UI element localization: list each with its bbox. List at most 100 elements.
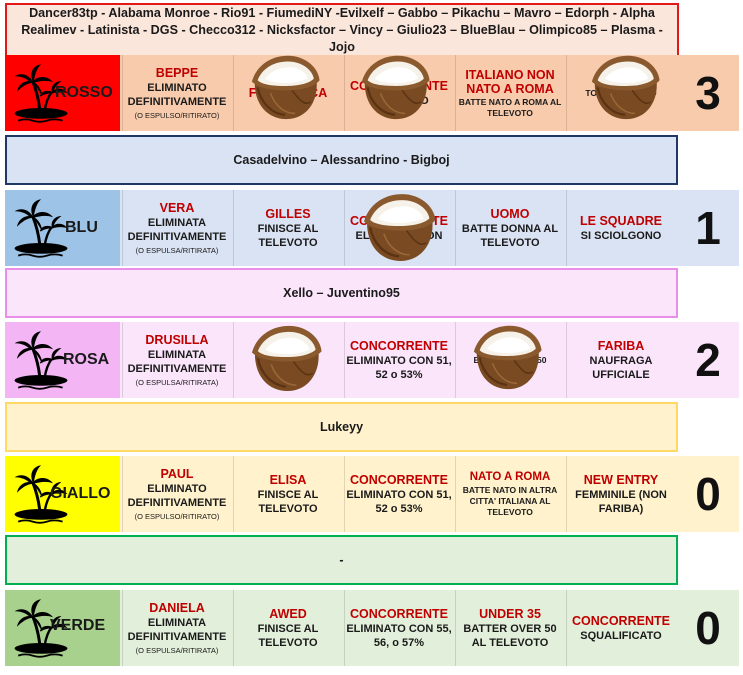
- bet-title: FARIBA: [597, 338, 645, 353]
- bet-title: CONCORRENTE: [350, 78, 448, 93]
- team-row-rosso: ROSSO BEPPE ELIMINATO DEFINITIVAMENTE (O…: [5, 55, 739, 131]
- bet-title: AWED: [269, 606, 307, 621]
- bet-desc: TORNA IN GIOCO: [585, 88, 657, 98]
- bet-cell: CONCORRENTE ELIMINATO CON 55, 56, o 57%: [344, 590, 453, 666]
- bet-desc: ELIMINATA DEFINITIVAMENTE: [127, 349, 227, 375]
- bet-desc: ELIMINATA DEFINITIVAMENTE: [127, 617, 227, 643]
- players-list-giallo: Lukeyy: [5, 402, 678, 452]
- team-row-giallo: GIALLO PAUL ELIMINATO DEFINITIVAMENTE (O…: [5, 456, 739, 532]
- bet-desc: ELIMINATO DEFINITIVAMENTE: [127, 82, 227, 108]
- players-list-rosso: Dancer83tp - Alabama Monroe - Rio91 - Fi…: [5, 3, 679, 58]
- bet-cell: CONCORRENTE ELIMINATO: [344, 55, 453, 131]
- bet-cell: ELISA FINISCE AL TELEVOTO: [233, 456, 342, 532]
- bet-cell: BATTE NATO A 50: [455, 322, 564, 398]
- bet-desc: SQUALIFICATO: [580, 629, 662, 642]
- bet-title: CONCORRENTE: [350, 606, 448, 621]
- players-list-rosa: Xello – Juventino95: [5, 268, 678, 318]
- team-name: ROSA: [63, 351, 110, 368]
- bet-cell: LE SQUADRE SI SCIOLGONO: [566, 190, 675, 266]
- team-badge-rosa: ROSA: [5, 322, 120, 398]
- bet-note: (O ESPULSO/RITIRATO): [134, 111, 220, 120]
- bet-desc: ELIMINATO CON 51, 52 o 53%: [346, 354, 452, 381]
- bet-cell: UOMO BATTE DONNA AL TELEVOTO: [455, 190, 564, 266]
- bet-cell: CONCORRENTE SQUALIFICATO: [566, 590, 675, 666]
- bet-title: BEPPE: [155, 66, 199, 80]
- bet-cell: FARIBA NAUFRAGA UFFICIALE: [566, 322, 675, 398]
- bet-desc: BATTE NATO A ROMA AL TELEVOTO: [458, 96, 562, 118]
- team-badge-verde: VERDE: [5, 590, 120, 666]
- team-row-blu: BLU VERA ELIMINATA DEFINITIVAMENTE (O ES…: [5, 190, 739, 266]
- bet-note: (O ESPULSA/RITIRATA): [135, 646, 219, 655]
- bet-cell: VERA ELIMINATA DEFINITIVAMENTE (O ESPULS…: [122, 190, 231, 266]
- team-score: 0: [695, 602, 721, 654]
- bet-title: ELISA: [269, 472, 307, 487]
- team-name: VERDE: [50, 617, 106, 634]
- bet-cell: [233, 322, 342, 398]
- bet-cell: DRUSILLA ELIMINATA DEFINITIVAMENTE (O ES…: [122, 322, 231, 398]
- bet-note: (O ESPULSA/RITIRATA): [135, 378, 219, 387]
- bet-title: CONCORRENTE: [350, 472, 448, 487]
- team-row-rosa: ROSA DRUSILLA ELIMINATA DEFINITIVAMENTE …: [5, 322, 739, 398]
- bet-desc: NAUFRAGA UFFICIALE: [589, 354, 653, 381]
- team-badge-rosso: ROSSO: [5, 55, 120, 131]
- bet-desc: ELIMINATO: [369, 94, 429, 107]
- bet-desc: BATTE NATO A 50: [473, 355, 547, 365]
- bet-note: (O ESPULSO/RITIRATO): [134, 512, 220, 521]
- bet-title: VERA: [159, 201, 195, 215]
- bet-cell: NEW ENTRY FEMMINILE (NON FARIBA): [566, 456, 675, 532]
- team-score: 3: [695, 67, 721, 119]
- team-name: ROSSO: [55, 84, 113, 101]
- bet-title: CONCORRENTE: [350, 213, 448, 228]
- bet-title: CONCORRENTE: [350, 338, 448, 353]
- bet-cell: GILLES FINISCE AL TELEVOTO: [233, 190, 342, 266]
- team-score: 2: [695, 334, 721, 386]
- bet-cell: ITALIANO NON NATO A ROMA BATTE NATO A RO…: [455, 55, 564, 131]
- team-badge-blu: BLU: [5, 190, 120, 266]
- bet-title: DANIELA: [149, 601, 205, 615]
- bet-title: UOMO: [490, 206, 530, 221]
- bet-title: PAUL: [160, 467, 194, 481]
- palm-island-icon: [11, 328, 71, 392]
- bet-title: NEW ENTRY: [583, 472, 659, 487]
- bet-title: GILLES: [265, 206, 311, 221]
- team-score: 0: [695, 468, 721, 520]
- team-row-verde: VERDE DANIELA ELIMINATA DEFINITIVAMENTE …: [5, 590, 739, 666]
- bet-cell: BEPPE ELIMINATO DEFINITIVAMENTE (O ESPUL…: [122, 55, 231, 131]
- bet-desc: BATTE DONNA AL TELEVOTO: [461, 222, 559, 249]
- bet-title: DRUSILLA: [145, 333, 209, 347]
- bet-desc: FEMMINILE (NON FARIBA): [575, 488, 667, 515]
- palm-island-icon: [11, 196, 71, 260]
- bet-desc: ELIMINATO CON: [355, 229, 443, 242]
- bet-cell: FRANCESCA: [233, 55, 342, 131]
- bet-desc: ELIMINATO DEFINITIVAMENTE: [127, 483, 227, 509]
- bet-desc: BATTER OVER 50 AL TELEVOTO: [463, 622, 557, 649]
- bet-cell: CONCORRENTE ELIMINATO CON 51, 52 o 53%: [344, 322, 453, 398]
- bet-cell: UNDER 35 BATTER OVER 50 AL TELEVOTO: [455, 590, 564, 666]
- bet-cell: AWED FINISCE AL TELEVOTO: [233, 590, 342, 666]
- bet-desc: FINISCE AL TELEVOTO: [257, 488, 319, 515]
- bet-desc: FINISCE AL TELEVOTO: [257, 222, 319, 249]
- bet-cell: CONCORRENTE ELIMINATO CON: [344, 190, 453, 266]
- team-score: 1: [677, 190, 739, 266]
- bet-cell: NATO A ROMA BATTE NATO IN ALTRA CITTA' I…: [455, 456, 564, 532]
- team-badge-giallo: GIALLO: [5, 456, 120, 532]
- players-list-blu: Casadelvino – Alessandrino - Bigboj: [5, 135, 678, 185]
- bet-desc: BATTE NATO IN ALTRA CITTA' ITALIANA AL T…: [462, 485, 558, 517]
- team-name: GIALLO: [50, 485, 111, 502]
- bet-cell: DANIELA ELIMINATA DEFINITIVAMENTE (O ESP…: [122, 590, 231, 666]
- bet-note: (O ESPULSA/RITIRATA): [135, 246, 219, 255]
- bet-title: FRANCESCA: [248, 86, 328, 100]
- bet-desc: ELIMINATA DEFINITIVAMENTE: [127, 217, 227, 243]
- players-list-verde: -: [5, 535, 678, 585]
- bet-desc: ELIMINATO CON 51, 52 o 53%: [346, 488, 452, 515]
- bet-cell: CONCORRENTE ELIMINATO CON 51, 52 o 53%: [344, 456, 453, 532]
- team-name: BLU: [65, 219, 98, 236]
- bet-cell: TORNA IN GIOCO: [566, 55, 675, 131]
- bet-desc: SI SCIOLGONO: [580, 229, 662, 242]
- bet-desc: FINISCE AL TELEVOTO: [257, 622, 319, 649]
- bet-title: NATO A ROMA: [469, 471, 551, 483]
- bet-title: UNDER 35: [479, 606, 541, 621]
- bet-desc: ELIMINATO CON 55, 56, o 57%: [346, 622, 452, 649]
- bet-title: LE SQUADRE: [580, 213, 662, 228]
- bet-cell: PAUL ELIMINATO DEFINITIVAMENTE (O ESPULS…: [122, 456, 231, 532]
